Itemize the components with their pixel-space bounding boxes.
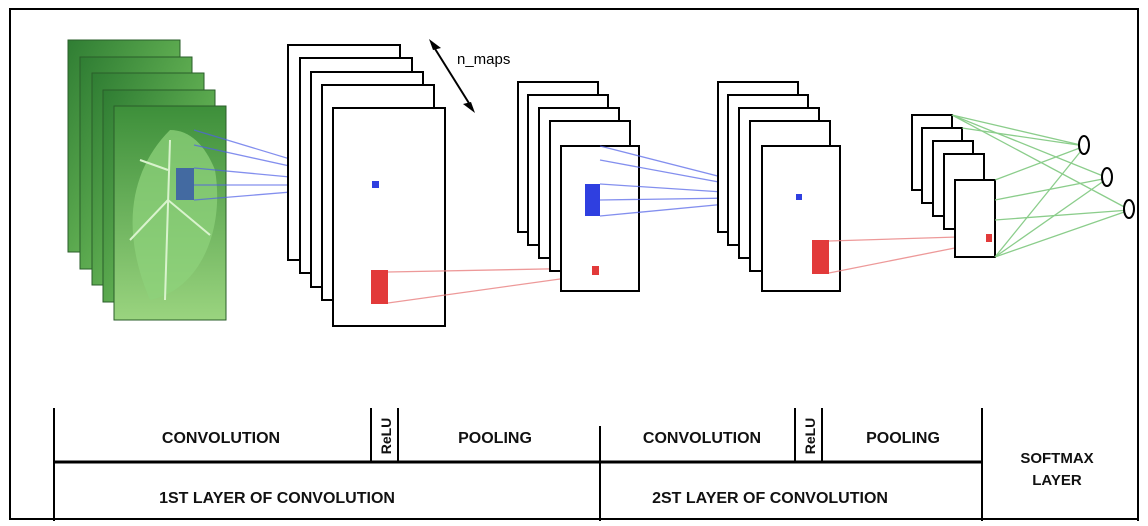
diagram-border bbox=[9, 8, 1139, 520]
n-maps-label: n_maps bbox=[457, 51, 510, 68]
feature-map-front bbox=[954, 179, 996, 258]
input-receptive-field bbox=[176, 168, 194, 200]
conv1-feature-maps bbox=[287, 44, 446, 327]
layer2-label: 2ST LAYER OF CONVOLUTION bbox=[652, 490, 888, 507]
softmax-label-line1: SOFTMAX bbox=[1020, 450, 1093, 467]
layer-table bbox=[53, 408, 1139, 521]
feature-map-front bbox=[560, 145, 640, 292]
output-node bbox=[1078, 135, 1090, 155]
conv1-red-field bbox=[371, 270, 388, 304]
layer1-label: 1ST LAYER OF CONVOLUTION bbox=[159, 490, 395, 507]
pool1-blue-field bbox=[585, 184, 600, 216]
pool2-red-point bbox=[986, 234, 992, 242]
leaf-vein bbox=[129, 139, 211, 301]
softmax-connection-lines bbox=[951, 114, 1131, 258]
output-nodes bbox=[1078, 135, 1135, 219]
n-maps-arrow bbox=[429, 39, 475, 113]
conv2-label: CONVOLUTION bbox=[643, 430, 761, 447]
output-node bbox=[1101, 167, 1113, 187]
conv1-label: CONVOLUTION bbox=[162, 430, 280, 447]
input-image-stack bbox=[67, 39, 227, 321]
conv2-red-field bbox=[812, 240, 829, 274]
pool2-label: POOLING bbox=[866, 430, 940, 447]
pool1-feature-maps bbox=[517, 81, 640, 292]
leaf-shape bbox=[132, 130, 218, 300]
relu2-label: ReLU bbox=[802, 418, 818, 455]
pool2-feature-maps bbox=[911, 114, 996, 258]
conv1-blue-point bbox=[372, 181, 379, 188]
softmax-label-line2: LAYER bbox=[1032, 472, 1082, 489]
pool1-red-point bbox=[592, 266, 599, 275]
output-node bbox=[1123, 199, 1135, 219]
feature-map-front bbox=[332, 107, 446, 327]
pool1-label: POOLING bbox=[458, 430, 532, 447]
conv2-blue-point bbox=[796, 194, 802, 200]
relu1-label: ReLU bbox=[378, 418, 394, 455]
